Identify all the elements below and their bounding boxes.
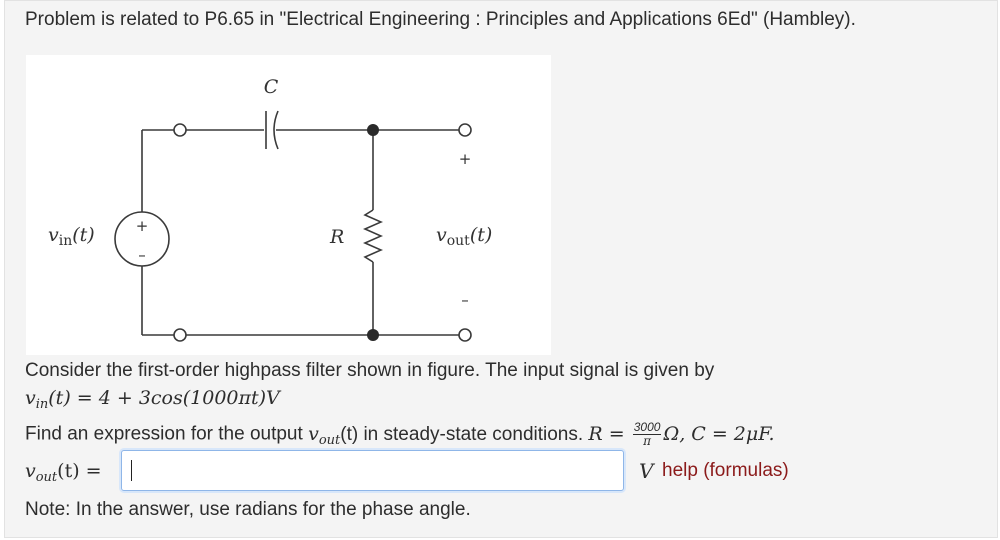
terminal-bottom-left	[173, 328, 187, 342]
answer-label: vout(t) =	[25, 460, 102, 485]
circuit-figure: C R + – vin(t) vout(t) + –	[26, 55, 551, 355]
note-text: Note: In the answer, use radians for the…	[25, 499, 471, 520]
source-plus-sign: +	[136, 217, 149, 235]
problem-panel: Problem is related to P6.65 in "Electric…	[4, 0, 998, 538]
capacitor-plate-right	[273, 110, 279, 150]
output-voltage-label: vout(t)	[436, 224, 492, 249]
source-minus-sign: –	[138, 246, 146, 264]
answer-input[interactable]	[121, 450, 624, 491]
junction-top	[367, 124, 379, 136]
terminal-out-plus	[458, 123, 472, 137]
unit-label: V	[639, 459, 654, 483]
voltage-source	[114, 211, 170, 267]
output-minus-sign: –	[461, 291, 469, 309]
terminal-top-left	[173, 123, 187, 137]
intro-text: Consider the first-order highpass filter…	[25, 360, 715, 381]
capacitor-label: C	[264, 76, 279, 98]
input-signal-equation: vin(t) = 4 + 3cos(1000πt)V	[25, 387, 280, 412]
text-caret	[131, 460, 132, 481]
help-formulas-link[interactable]: help (formulas)	[662, 460, 789, 481]
resistor-label: R	[329, 226, 344, 248]
source-voltage-label: vin(t)	[48, 224, 95, 249]
junction-bottom	[367, 329, 379, 341]
problem-title: Problem is related to P6.65 in "Electric…	[25, 9, 856, 30]
terminal-out-minus	[458, 328, 472, 342]
find-expression-line: Find an expression for the output vout(t…	[25, 420, 775, 448]
circuit-diagram: C R + – vin(t) vout(t) + –	[48, 76, 492, 342]
output-plus-sign: +	[459, 150, 472, 168]
resistor-zigzag	[363, 209, 383, 263]
